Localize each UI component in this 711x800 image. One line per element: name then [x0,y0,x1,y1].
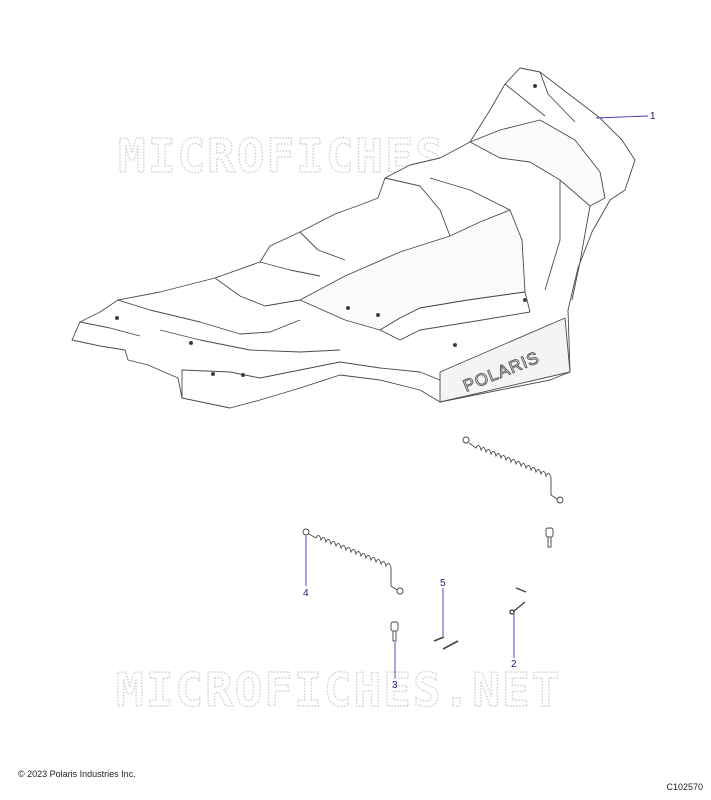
watermark-bottom: MICROFICHES.NET [116,663,561,717]
coil-spring-upper [462,436,564,504]
copyright-notice: © 2023 Polaris Industries Inc. [18,769,136,779]
callout-3: 3 [392,680,398,691]
fastener-part-2 [509,587,527,615]
callout-5: 5 [440,578,446,589]
callout-2: 2 [511,659,517,670]
figure-code: C102570 [666,782,703,792]
front-panel-part [71,67,636,409]
callout-1: 1 [650,111,656,122]
leader-lines [305,115,649,678]
bolt-part-3 [390,527,554,642]
callout-4: 4 [303,588,309,599]
coil-spring-part-4 [302,528,404,595]
rivet-part-5 [433,636,459,650]
